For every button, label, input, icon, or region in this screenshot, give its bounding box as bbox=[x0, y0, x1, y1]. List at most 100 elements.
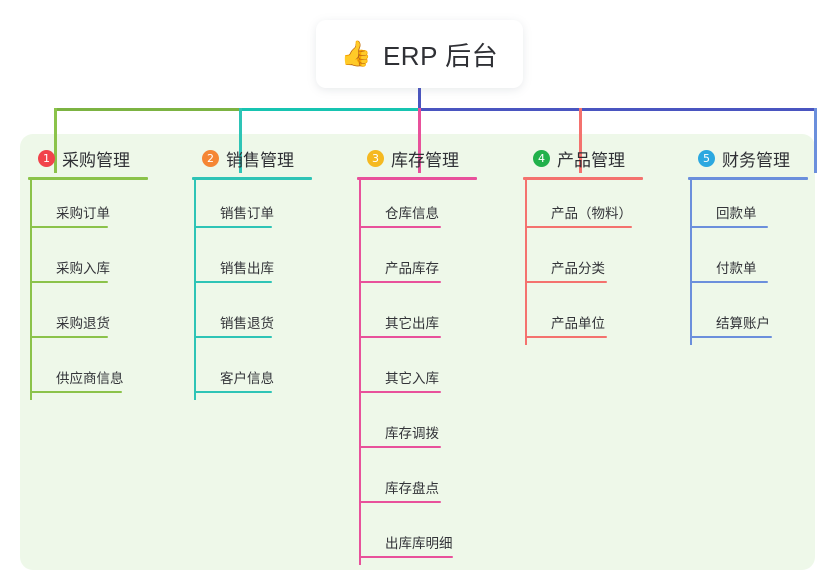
branch-header-4[interactable]: 4 产品管理 bbox=[523, 146, 673, 170]
branch-item-label: 库存盘点 bbox=[385, 481, 439, 496]
branch-item[interactable]: 销售订单 bbox=[192, 180, 342, 235]
branch-item[interactable]: 产品分类 bbox=[523, 235, 673, 290]
branch-item-label: 采购订单 bbox=[56, 206, 110, 221]
branch-item-label: 回款单 bbox=[716, 206, 757, 221]
branch-number-badge: 4 bbox=[533, 149, 550, 167]
branch-item-label: 其它出库 bbox=[385, 316, 439, 331]
branch-item-label: 销售退货 bbox=[220, 316, 274, 331]
branch-item-underline bbox=[690, 281, 768, 283]
branch-item-underline bbox=[690, 336, 772, 338]
drop-connector-2 bbox=[238, 108, 242, 173]
drop-connector-5 bbox=[813, 108, 817, 173]
branch-item-label: 产品库存 bbox=[385, 261, 439, 276]
bus-segment-2 bbox=[240, 108, 419, 111]
branch-item-underline bbox=[359, 446, 441, 448]
branch-spine bbox=[359, 180, 361, 565]
branch-item-underline bbox=[525, 226, 632, 228]
background-panel bbox=[20, 134, 815, 570]
branch-title: 销售管理 bbox=[226, 150, 294, 170]
branch-item[interactable]: 采购订单 bbox=[28, 180, 178, 235]
branch-item[interactable]: 其它出库 bbox=[357, 290, 507, 345]
branch-item-underline bbox=[359, 226, 441, 228]
trunk-connector bbox=[417, 88, 421, 111]
branch-title: 产品管理 bbox=[557, 150, 625, 170]
branch-item[interactable]: 库存盘点 bbox=[357, 455, 507, 510]
branch-item[interactable]: 采购退货 bbox=[28, 290, 178, 345]
branch-item[interactable]: 仓库信息 bbox=[357, 180, 507, 235]
branch-header-3[interactable]: 3 库存管理 bbox=[357, 146, 507, 170]
branch-column-1: 1 采购管理采购订单采购入库采购退货供应商信息 bbox=[28, 146, 178, 400]
branch-item-underline bbox=[30, 226, 108, 228]
branch-spine bbox=[30, 180, 32, 400]
drop-connector-1 bbox=[53, 108, 57, 173]
branch-number-badge: 3 bbox=[367, 149, 384, 167]
branch-item-label: 采购入库 bbox=[56, 261, 110, 276]
branch-spine bbox=[525, 180, 527, 345]
root-node-label: ERP 后台 bbox=[382, 40, 499, 71]
drop-connector-4 bbox=[578, 108, 582, 173]
branch-number-badge: 5 bbox=[698, 149, 715, 167]
branch-item-label: 结算账户 bbox=[716, 316, 770, 331]
drop-connector-3 bbox=[417, 108, 421, 173]
branch-item-label: 付款单 bbox=[716, 261, 757, 276]
branch-item-list: 仓库信息产品库存其它出库其它入库库存调拨库存盘点出库库明细 bbox=[357, 180, 507, 565]
branch-item[interactable]: 产品库存 bbox=[357, 235, 507, 290]
branch-item-list: 产品（物料） 产品分类产品单位 bbox=[523, 180, 673, 345]
branch-item-underline bbox=[359, 556, 453, 558]
branch-underline bbox=[192, 177, 312, 180]
branch-item[interactable]: 结算账户 bbox=[688, 290, 838, 345]
branch-item[interactable]: 客户信息 bbox=[192, 345, 342, 400]
branch-item-underline bbox=[194, 391, 272, 393]
branch-item[interactable]: 出库库明细 bbox=[357, 510, 507, 565]
branch-title: 库存管理 bbox=[391, 150, 459, 170]
branch-item[interactable]: 其它入库 bbox=[357, 345, 507, 400]
branch-item-underline bbox=[30, 391, 122, 393]
branch-item[interactable]: 付款单 bbox=[688, 235, 838, 290]
branch-item-label: 出库库明细 bbox=[385, 536, 453, 551]
branch-spine bbox=[690, 180, 692, 345]
branch-underline bbox=[357, 177, 477, 180]
branch-number-badge: 1 bbox=[38, 149, 55, 167]
branch-item[interactable]: 供应商信息 bbox=[28, 345, 178, 400]
branch-item-underline bbox=[690, 226, 768, 228]
branch-item-underline bbox=[194, 336, 272, 338]
branch-item[interactable]: 销售出库 bbox=[192, 235, 342, 290]
bus-segment-3 bbox=[419, 108, 816, 111]
branch-item-underline bbox=[525, 336, 607, 338]
branch-item-underline bbox=[359, 336, 441, 338]
branch-underline bbox=[28, 177, 148, 180]
branch-item[interactable]: 产品（物料） bbox=[523, 180, 673, 235]
branch-header-1[interactable]: 1 采购管理 bbox=[28, 146, 178, 170]
branch-column-3: 3 库存管理仓库信息产品库存其它出库其它入库库存调拨库存盘点出库库明细 bbox=[357, 146, 507, 565]
branch-item-underline bbox=[194, 281, 272, 283]
branch-title: 采购管理 bbox=[62, 150, 130, 170]
root-node[interactable]: 👍 ERP 后台 bbox=[316, 20, 523, 88]
branch-item-label: 供应商信息 bbox=[56, 371, 124, 386]
thumbs-up-icon: 👍 bbox=[340, 39, 372, 68]
branch-column-4: 4 产品管理产品（物料） 产品分类产品单位 bbox=[523, 146, 673, 345]
branch-item[interactable]: 产品单位 bbox=[523, 290, 673, 345]
branch-header-2[interactable]: 2 销售管理 bbox=[192, 146, 342, 170]
branch-underline bbox=[523, 177, 643, 180]
branch-item-label: 销售出库 bbox=[220, 261, 274, 276]
branch-item-list: 回款单付款单结算账户 bbox=[688, 180, 838, 345]
branch-item-label: 库存调拨 bbox=[385, 426, 439, 441]
branch-column-2: 2 销售管理销售订单销售出库销售退货客户信息 bbox=[192, 146, 342, 400]
branch-item-label: 销售订单 bbox=[220, 206, 274, 221]
branch-item[interactable]: 销售退货 bbox=[192, 290, 342, 345]
branch-item-underline bbox=[359, 501, 441, 503]
branch-item-label: 采购退货 bbox=[56, 316, 110, 331]
branch-item-underline bbox=[525, 281, 607, 283]
branch-item-underline bbox=[30, 336, 108, 338]
branch-item[interactable]: 采购入库 bbox=[28, 235, 178, 290]
branch-item[interactable]: 回款单 bbox=[688, 180, 838, 235]
branch-item-label: 产品（物料） bbox=[551, 206, 632, 221]
branch-item-label: 产品分类 bbox=[551, 261, 605, 276]
branch-item-label: 其它入库 bbox=[385, 371, 439, 386]
branch-number-badge: 2 bbox=[202, 149, 219, 167]
branch-item[interactable]: 库存调拨 bbox=[357, 400, 507, 455]
